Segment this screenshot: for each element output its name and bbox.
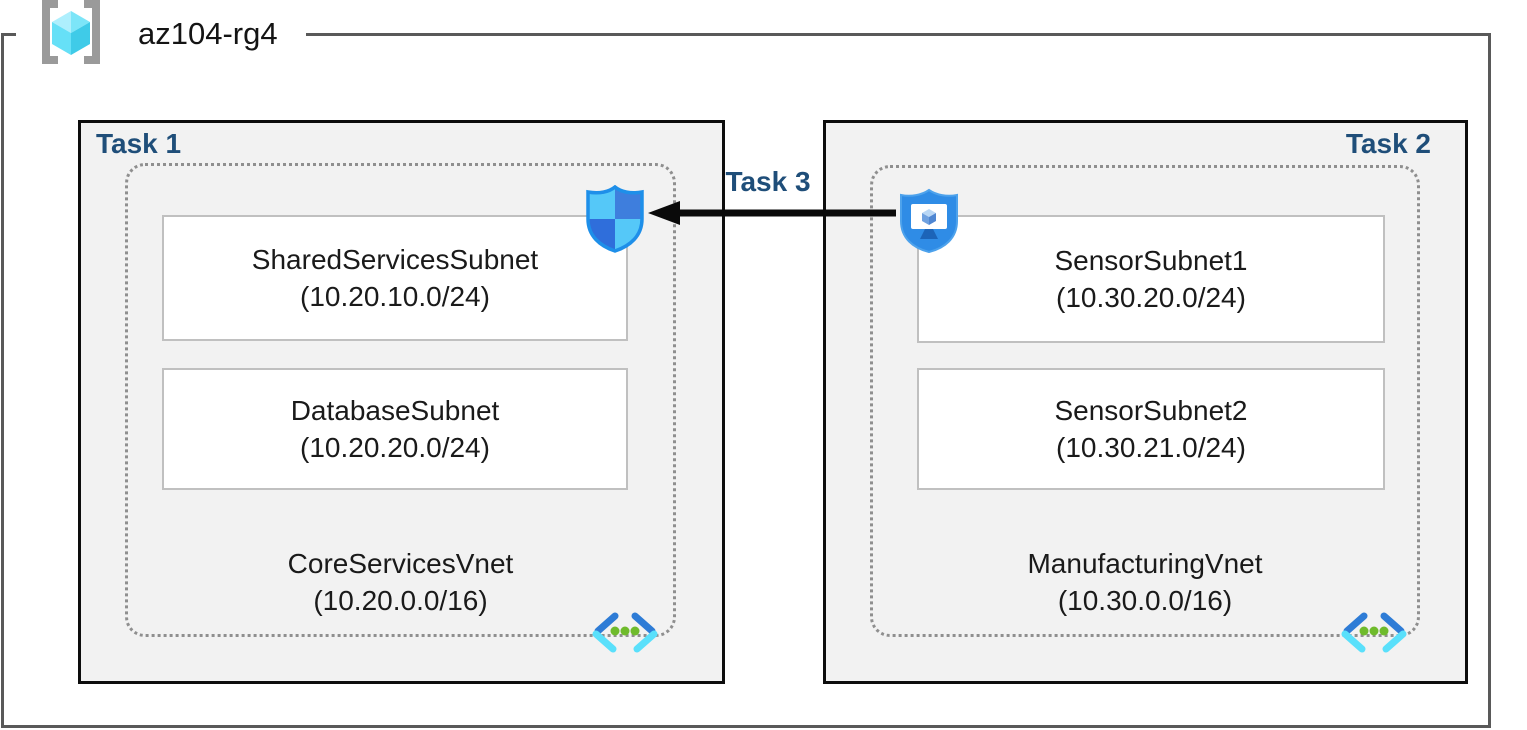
resource-group-legend: az104-rg4 <box>16 0 306 68</box>
core-services-vnet-boundary <box>125 163 676 637</box>
application-security-group-icon <box>897 188 961 254</box>
vnet-cidr: (10.30.0.0/16) <box>1057 585 1233 616</box>
virtual-network-icon <box>590 610 660 654</box>
task2-label: Task 2 <box>1345 128 1431 159</box>
vnet-name: CoreServicesVnet <box>287 548 514 579</box>
subnet-cidr: (10.30.20.0/24) <box>1056 282 1246 313</box>
resource-group-boundary <box>1 33 1491 728</box>
vnet-name: ManufacturingVnet <box>1027 548 1263 579</box>
virtual-network-icon <box>1339 610 1409 654</box>
database-subnet-box: DatabaseSubnet (10.20.20.0/24) <box>162 368 628 490</box>
subnet-cidr: (10.30.21.0/24) <box>1056 432 1246 463</box>
resource-group-icon <box>34 0 108 70</box>
vnet-cidr: (10.20.0.0/16) <box>313 585 488 616</box>
manufacturing-vnet-boundary <box>870 165 1420 637</box>
manufacturing-vnet-label: ManufacturingVnet (10.30.0.0/16) <box>870 545 1420 619</box>
core-services-vnet-label: CoreServicesVnet (10.20.0.0/16) <box>125 545 676 619</box>
resource-group-name: az104-rg4 <box>138 16 278 51</box>
sensor-subnet2-box: SensorSubnet2 (10.30.21.0/24) <box>917 368 1385 490</box>
network-security-group-icon <box>585 184 645 253</box>
shared-services-subnet-box: SharedServicesSubnet (10.20.10.0/24) <box>162 215 628 341</box>
subnet-name: SensorSubnet2 <box>1054 395 1248 426</box>
subnet-cidr: (10.20.20.0/24) <box>300 432 490 463</box>
task3-arrow <box>646 199 898 227</box>
subnet-name: DatabaseSubnet <box>290 395 500 426</box>
task3-label: Task 3 <box>725 166 811 197</box>
sensor-subnet1-box: SensorSubnet1 (10.30.20.0/24) <box>917 215 1385 343</box>
subnet-name: SharedServicesSubnet <box>251 244 539 275</box>
subnet-cidr: (10.20.10.0/24) <box>300 281 490 312</box>
subnet-name: SensorSubnet1 <box>1054 245 1248 276</box>
task1-label: Task 1 <box>96 128 182 159</box>
